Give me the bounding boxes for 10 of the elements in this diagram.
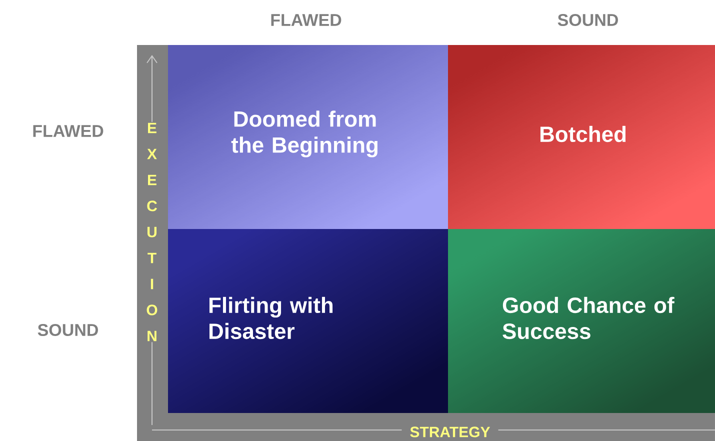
quadrant-label: Doomed from the Beginning <box>231 110 378 158</box>
axis-label: STRATEGY <box>402 424 498 440</box>
header-label: SOUND <box>38 324 98 336</box>
header-label: FLAWED <box>271 14 342 26</box>
quadrant-label: Good Chance of Success <box>502 296 674 340</box>
axis-label: EXECUTION <box>145 122 159 342</box>
header-label: FLAWED <box>33 125 104 137</box>
header-label: SOUND <box>558 14 618 26</box>
quadrant-label: Flirting with Disaster <box>209 296 333 340</box>
quadrant-label: Botched <box>540 126 626 142</box>
